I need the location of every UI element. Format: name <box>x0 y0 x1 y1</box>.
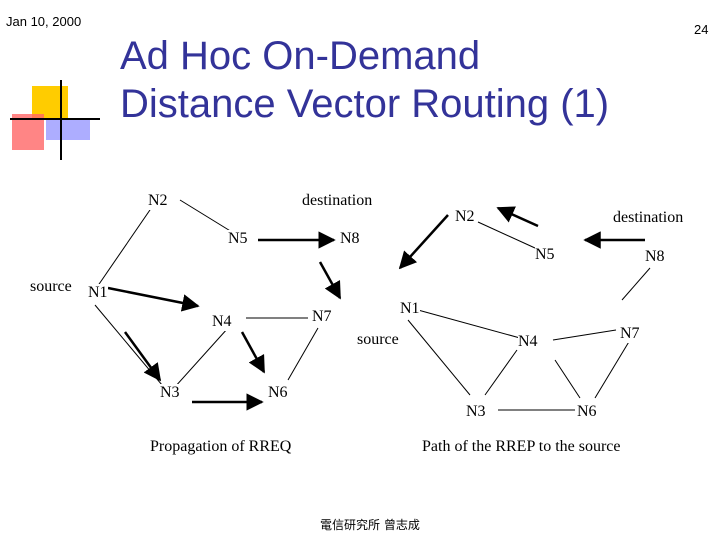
right-node-n4: N4 <box>518 333 538 351</box>
left-node-n6: N6 <box>268 384 288 402</box>
right-caption: Path of the RREP to the source <box>422 438 621 455</box>
left-arrow-n1-n4 <box>107 286 200 312</box>
left-link-n1-n3 <box>94 304 163 386</box>
left-node-n7: N7 <box>312 308 332 326</box>
footer-author: 電信研究所 曾志成 <box>320 518 420 532</box>
right-arrow-n2-n1 <box>398 214 449 270</box>
left-link-n1-n2 <box>94 206 153 291</box>
left-node-n2: N2 <box>148 192 168 210</box>
left-node-n3: N3 <box>160 384 180 402</box>
left-destination-label: destination <box>302 192 373 210</box>
right-node-n7: N7 <box>620 325 640 343</box>
left-caption: Propagation of RREQ <box>150 438 292 455</box>
left-node-n8: N8 <box>340 230 360 248</box>
right-link-n4-n6 <box>554 359 581 399</box>
left-link-n4-n3 <box>173 327 229 389</box>
left-link-n2-n5 <box>179 199 233 233</box>
right-node-n3: N3 <box>466 403 486 421</box>
slide-decoration <box>10 80 100 160</box>
right-link-n4-n3 <box>484 349 518 396</box>
right-node-n1: N1 <box>400 300 420 318</box>
left-source-label: source <box>30 278 72 296</box>
right-link-n7-n8 <box>621 267 651 301</box>
left-arrow-n1-n3 <box>123 331 162 382</box>
right-node-n5: N5 <box>535 246 555 264</box>
right-link-n1-n4 <box>417 309 521 339</box>
right-link-n2-n5 <box>477 221 536 249</box>
right-link-n4-n7 <box>552 329 617 341</box>
left-node-n1: N1 <box>88 284 108 302</box>
page-number: 24 <box>694 22 709 37</box>
right-node-n8: N8 <box>645 248 665 266</box>
left-node-n5: N5 <box>228 230 248 248</box>
slide-title: Ad Hoc On-Demand Distance Vector Routing… <box>120 32 710 128</box>
left-node-n4: N4 <box>212 313 232 331</box>
date-label: Jan 10, 2000 <box>6 14 82 29</box>
left-arrow-n4-n6 <box>240 331 266 374</box>
right-destination-label: destination <box>613 209 684 227</box>
right-source-label: source <box>357 331 399 349</box>
left-arrow-n8-n7 <box>318 261 342 300</box>
right-link-n1-n3 <box>407 319 471 396</box>
title-line-1: Ad Hoc On-Demand <box>120 34 481 78</box>
title-line-2: Distance Vector Routing (1) <box>120 82 610 126</box>
right-arrow-n5-n2 <box>496 206 539 228</box>
right-link-n7-n6 <box>594 339 631 399</box>
right-node-n2: N2 <box>455 208 475 226</box>
right-node-n6: N6 <box>577 403 597 421</box>
left-link-n7-n6 <box>287 327 319 381</box>
